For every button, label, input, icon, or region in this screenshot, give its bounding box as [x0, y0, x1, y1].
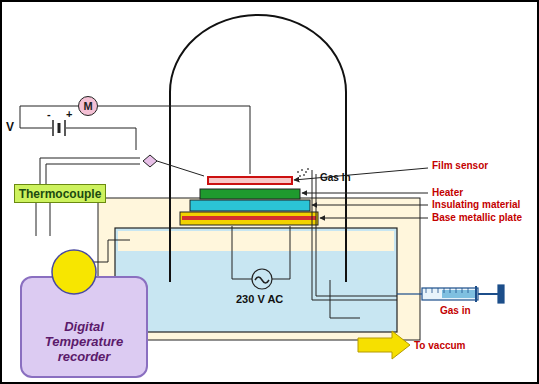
part-label: Film sensor [432, 160, 488, 171]
recorder-wire [36, 203, 50, 236]
part-label: Gas in [440, 305, 471, 316]
ac-source [252, 269, 272, 289]
heater-wires [232, 226, 290, 279]
syringe-tick [462, 288, 463, 293]
part-label: Base metallic plate [432, 212, 522, 223]
syringe-tick [438, 288, 439, 293]
base-tank [115, 228, 397, 332]
part-label: To vaccum [414, 340, 466, 351]
plate-stripe [182, 216, 316, 220]
supply-label: 230 V AC [236, 293, 283, 305]
voltage-label: V [6, 121, 14, 134]
syringe-tick [426, 288, 427, 293]
polarity-sign: + [66, 108, 72, 120]
tank-top [118, 231, 394, 251]
battery-symbol [53, 120, 65, 136]
label-box: Thermocouple [14, 184, 106, 203]
meter-circle: M [78, 96, 98, 116]
leader-lines [294, 168, 428, 218]
base-metallic-plate [180, 212, 318, 225]
node-text: Thermocouple [19, 187, 102, 201]
film-sensor [208, 177, 292, 184]
syringe-tick [450, 288, 451, 293]
part-label: Insulating material [432, 199, 520, 210]
part-label: Heater [432, 187, 463, 198]
syringe-tick [444, 288, 445, 293]
node-text: Digital Temperature recorder [28, 319, 140, 364]
part-label: Gas In [320, 172, 351, 183]
gas-nozzle [297, 168, 309, 177]
bell-jar [170, 15, 346, 282]
thermocouple-probe [157, 161, 204, 176]
syringe-tick [432, 288, 433, 293]
recorder-lead [94, 240, 130, 262]
heater [200, 189, 300, 199]
polarity-sign: - [47, 108, 51, 120]
vacuum-line [330, 280, 360, 318]
syringe-tick [456, 288, 457, 293]
thermocouple-junction [143, 155, 157, 167]
ac-symbol [255, 277, 269, 283]
syringe [397, 285, 504, 303]
dial-circle [52, 250, 96, 294]
thermocouple-wire [40, 158, 140, 184]
insulating-layer [190, 200, 310, 211]
vacuum-arrow [358, 331, 410, 359]
syringe-tick [468, 288, 469, 293]
gas-pipe [312, 170, 397, 300]
recorder-box: Digital Temperature recorder [20, 276, 148, 378]
node-text: M [83, 100, 92, 112]
recorder-dial [50, 248, 100, 298]
